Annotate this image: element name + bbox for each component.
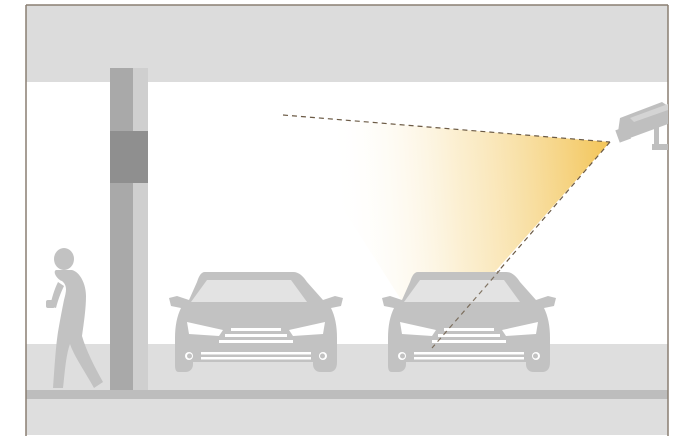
floor-stripe [26, 390, 668, 399]
pillar [110, 68, 148, 390]
